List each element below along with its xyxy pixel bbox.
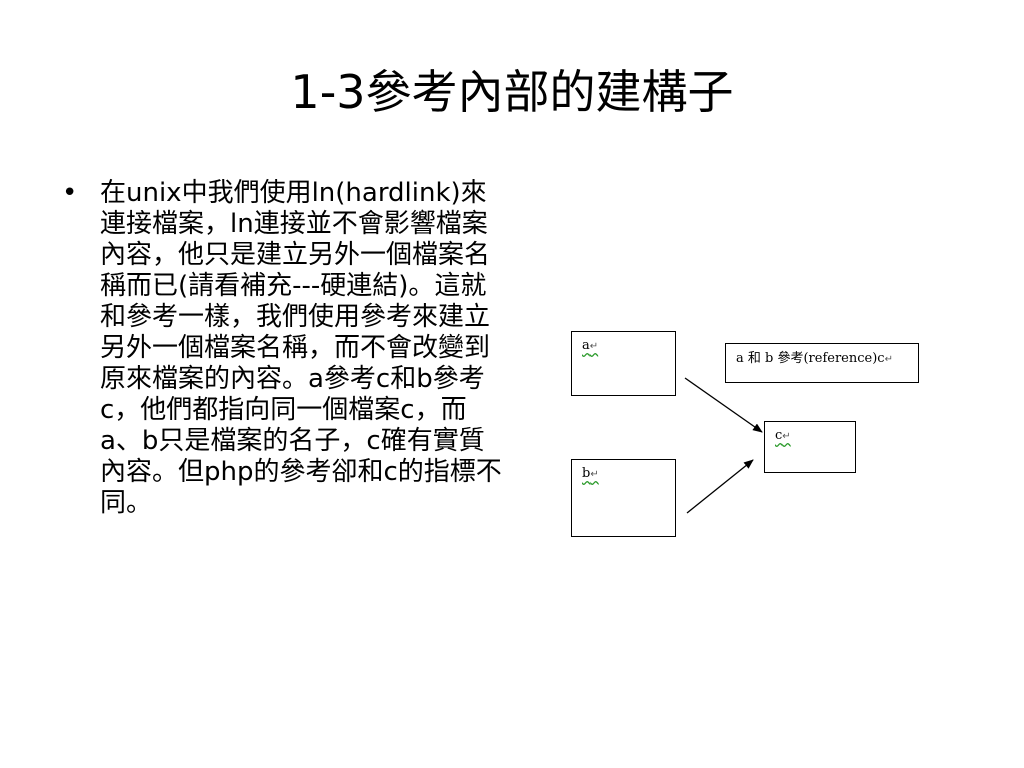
arrow-b-to-c: [686, 459, 754, 514]
paragraph-mark-icon: ↵: [884, 354, 893, 365]
box-b-label: b↵: [582, 466, 599, 481]
bullet-item: • 在unix中我們使用ln(hardlink)來連接檔案，ln連接並不會影響檔…: [62, 178, 507, 519]
paragraph-mark-icon: ↵: [782, 431, 791, 442]
bullet-dot-icon: •: [62, 178, 78, 208]
box-c-label: c↵: [775, 428, 791, 443]
box-c: c↵: [764, 421, 856, 473]
paragraph-mark-icon: ↵: [589, 341, 599, 352]
slide-title: 1-3參考內部的建構子: [290, 65, 734, 119]
bullet-text: 在unix中我們使用ln(hardlink)來連接檔案，ln連接並不會影響檔案內…: [100, 178, 502, 518]
box-a: a↵: [571, 331, 676, 396]
bullet-list: • 在unix中我們使用ln(hardlink)來連接檔案，ln連接並不會影響檔…: [62, 178, 507, 519]
box-b: b↵: [571, 459, 676, 537]
paragraph-mark-icon: ↵: [590, 469, 599, 480]
box-a-label: a↵: [582, 338, 599, 353]
caption-box: a 和 b 參考(reference)c↵: [725, 343, 919, 383]
arrow-a-to-c: [684, 377, 763, 433]
caption-text: a 和 b 參考(reference)c↵: [736, 351, 893, 366]
